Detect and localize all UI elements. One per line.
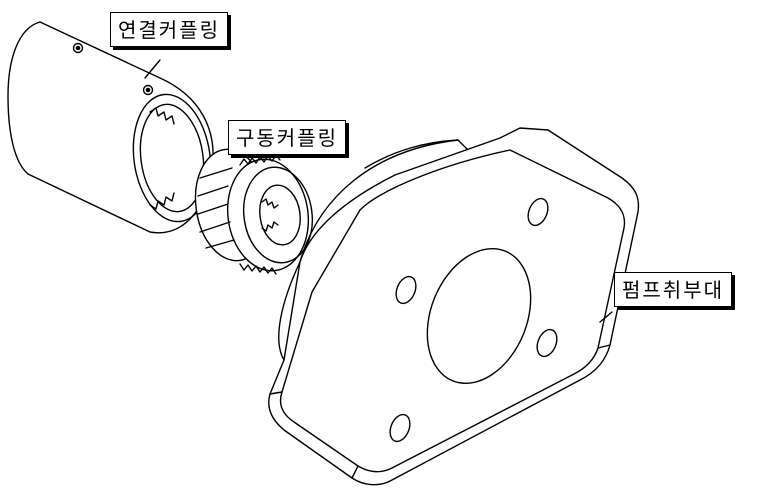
- connection-coupling: [7, 21, 214, 234]
- leader-line-mount: [599, 311, 613, 323]
- label-pump-mount: 펌프취부대: [614, 272, 732, 307]
- label-connection-coupling: 연결커플링: [110, 12, 228, 47]
- label-drive-coupling: 구동커플링: [228, 120, 346, 155]
- drive-coupling: [194, 148, 314, 275]
- leader-line-connection: [144, 59, 161, 79]
- pump-mount: [268, 127, 640, 486]
